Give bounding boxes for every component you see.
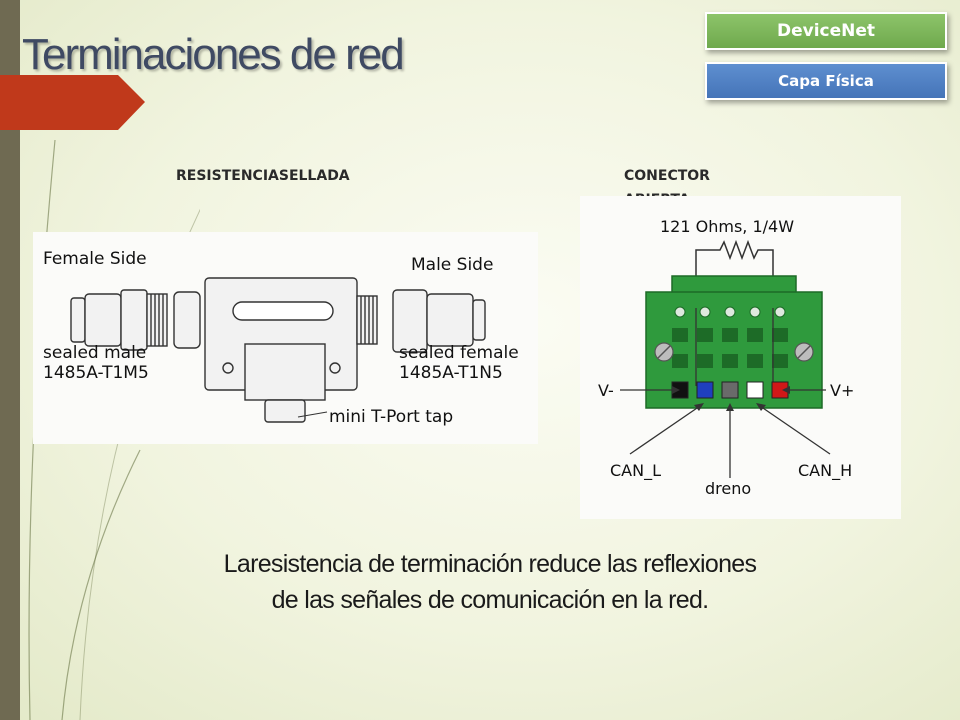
caption-line-1: Laresistencia de terminación reduce las … [223, 550, 757, 578]
can-h-label: CAN_H [798, 461, 852, 481]
female-side-label: Female Side [43, 249, 147, 269]
sealed-terminator-drawing: Female Side Male Side sealed male 1485A-… [43, 249, 519, 427]
terminal-screw-icon [654, 342, 674, 362]
sealed-female-label: sealed female [399, 343, 519, 363]
v-plus-label: V+ [830, 381, 854, 400]
badge-capa-fisica: Capa Física [705, 62, 947, 100]
terminal-block [721, 381, 739, 399]
male-side-label: Male Side [411, 255, 493, 275]
label-sealed-resistor: RESISTENCIASELLADA [176, 168, 350, 184]
terminal-screw-icon [794, 342, 814, 362]
drain-label: dreno [705, 479, 751, 498]
resistor-symbol [695, 239, 774, 308]
title-accent-tab [0, 75, 145, 130]
sealed-terminator-diagram: Female Side Male Side sealed male 1485A-… [33, 232, 538, 444]
terminal-block [746, 381, 764, 399]
sealed-female-part-number: 1485A-T1N5 [399, 363, 503, 383]
sidebar-strip [0, 0, 20, 720]
slide-title: Terminaciones de red [22, 30, 405, 79]
caption: Laresistencia de terminación reduce las … [100, 546, 880, 618]
open-connector-diagram: 121 Ohms, 1/4W V- V+ [580, 196, 901, 519]
terminal-block [696, 381, 714, 399]
open-connector-drawing: 121 Ohms, 1/4W V- V+ [598, 217, 854, 498]
sealed-male-part-number: 1485A-T1M5 [43, 363, 149, 383]
badge-devicenet: DeviceNet [705, 12, 947, 50]
resistor-label: 121 Ohms, 1/4W [660, 217, 794, 236]
v-minus-label: V- [598, 381, 614, 400]
can-l-label: CAN_L [610, 461, 661, 481]
tap-label: mini T-Port tap [329, 407, 453, 427]
sealed-male-label: sealed male [43, 343, 146, 363]
caption-line-2: de las señales de comunicación en la red… [271, 586, 710, 614]
